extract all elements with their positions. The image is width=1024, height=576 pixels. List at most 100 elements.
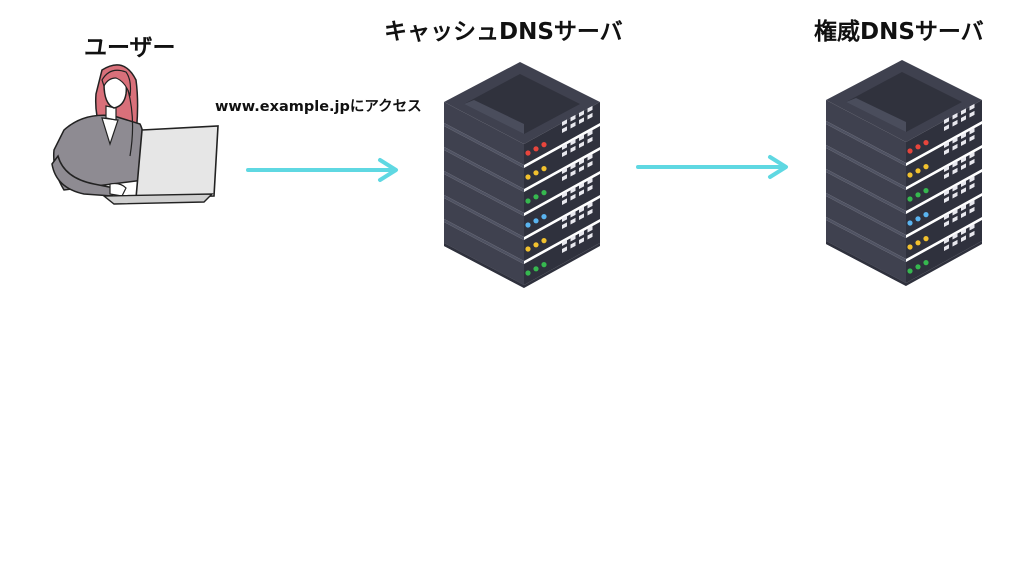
server-led [915,144,921,150]
server-top-inner-wall [464,100,524,134]
server-led [915,168,921,174]
server-right-slab [524,102,600,165]
server-led [533,266,539,272]
server-vent [562,191,567,198]
server-vent [944,124,949,131]
server-vent [961,108,966,115]
server-vent [952,143,958,151]
server-led [923,236,929,242]
server-left-slab [444,150,524,213]
server-led [533,146,539,152]
server-led [907,220,913,226]
server-vent [944,213,949,220]
server-vent [961,132,966,139]
server-vent [961,139,966,146]
server-slab-gap [826,145,906,190]
server-vent [579,158,584,165]
server-vent [570,138,576,146]
server-vent [579,110,584,117]
server-right-slab [906,148,982,211]
arrow-user-to-cache [246,158,398,182]
server-vent [579,237,584,244]
server-led [907,196,913,202]
server-vent [562,143,567,150]
server-vent [562,246,567,253]
server-vent [579,213,584,220]
server-top-inset [464,74,580,134]
server-led [923,188,929,194]
cache-server-label: キャッシュDNSサーバ [384,19,623,45]
server-vent [562,198,567,205]
arrow-cache-to-authoritative [636,155,788,179]
server-left-slab [826,148,906,211]
server-led [525,246,531,252]
server-vent [587,184,593,192]
server-vent [969,110,975,118]
server-vent [570,241,576,249]
server-vent [944,141,949,148]
server-vent [969,151,975,159]
authoritative-server-icon [826,60,982,286]
server-vent [570,162,576,170]
server-vent [570,234,576,242]
query-label: www.example.jpにアクセス [215,99,422,115]
server-slab-gap [444,123,524,168]
server-vent [961,180,966,187]
server-led [907,172,913,178]
server-vent [587,208,593,216]
server-vent [587,136,593,144]
server-vent [944,117,949,124]
server-slab-gap [444,219,524,264]
server-vent [961,235,966,242]
server-vent [587,177,593,185]
server-left-slab [826,196,906,259]
server-right-slab [524,126,600,189]
server-top-inner-wall [846,98,906,132]
server-left-slab [444,222,524,285]
server-led [541,238,547,244]
server-vent [562,222,567,229]
server-vent [969,182,975,190]
server-led [915,240,921,246]
server-vent [944,189,949,196]
server-slab-gap [444,171,524,216]
server-vent [587,201,593,209]
server-led [541,166,547,172]
server-vent [587,232,593,240]
server-vent [969,103,975,111]
server-vent [570,217,576,225]
server-led [923,140,929,146]
server-vent [562,119,567,126]
server-vent [961,204,966,211]
server-right-slab [524,222,600,285]
server-slab-gap [826,169,906,214]
server-right-slab [906,172,982,235]
server-vent [562,150,567,157]
server-led [525,270,531,276]
server-vent [587,225,593,233]
server-led [533,194,539,200]
server-vent [944,148,949,155]
server-vent [570,210,576,218]
server-right-slab [524,198,600,261]
server-vent [952,208,958,216]
user-with-laptop-icon [51,64,219,205]
server-right-slab [524,174,600,237]
server-vent [587,160,593,168]
server-vent [579,165,584,172]
server-vent [952,112,958,120]
server-vent [579,141,584,148]
server-vent [969,223,975,231]
server-led [923,260,929,266]
server-slab-gap [444,195,524,240]
server-left-slab [826,124,906,187]
server-vent [969,127,975,135]
server-vent [944,244,949,251]
server-led [915,216,921,222]
server-left-slab [444,102,524,165]
server-vent [587,105,593,113]
server-vent [969,206,975,214]
server-led [541,142,547,148]
server-slab-gap [826,193,906,238]
server-vent [579,230,584,237]
